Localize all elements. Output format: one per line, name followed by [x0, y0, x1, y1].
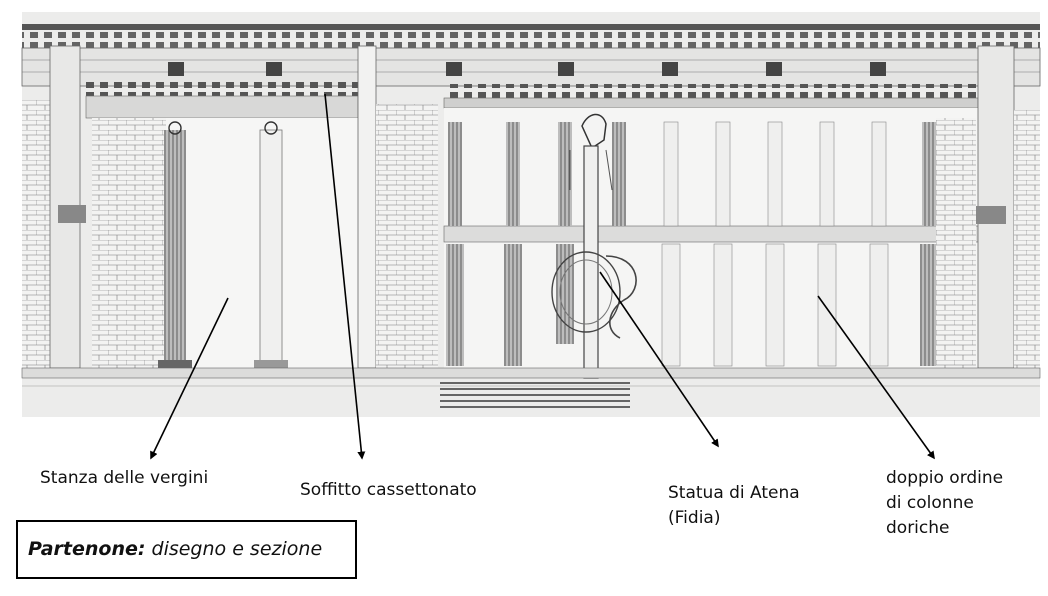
arrow-soffitto — [324, 93, 366, 460]
label-soffitto-cassettonato: Soffitto cassettonato — [300, 480, 477, 500]
upper-architrave — [443, 225, 979, 243]
label-statua-di-atena: Statua di Atena (Fidia) — [668, 483, 800, 528]
cella — [443, 84, 979, 368]
lower-order-columns — [446, 243, 938, 367]
caption-box: Partenone: disegno e sezione — [16, 520, 357, 579]
column-left-2 — [259, 129, 283, 367]
label-stanza-delle-vergini: Stanza delle vergini — [40, 468, 209, 488]
label-doppio-ordine: doppio ordine di colonne doriche — [886, 468, 1004, 538]
annotation-arrows — [150, 93, 935, 460]
central-wall — [357, 45, 438, 369]
roof-entablature — [21, 24, 1041, 87]
stylobate — [21, 367, 1041, 408]
arrow-colonne — [817, 295, 935, 460]
caption: Partenone: disegno e sezione — [28, 538, 322, 560]
arrow-stanza — [150, 297, 229, 460]
caption-rest: disegno e sezione — [145, 538, 323, 560]
column-left-1 — [164, 130, 186, 366]
left-room — [85, 82, 359, 368]
left-outer-wall — [22, 45, 86, 369]
arrow-statua — [599, 271, 719, 448]
caption-bold: Partenone: — [28, 538, 146, 560]
right-outer-wall — [976, 45, 1040, 369]
upper-order-columns — [448, 121, 936, 227]
